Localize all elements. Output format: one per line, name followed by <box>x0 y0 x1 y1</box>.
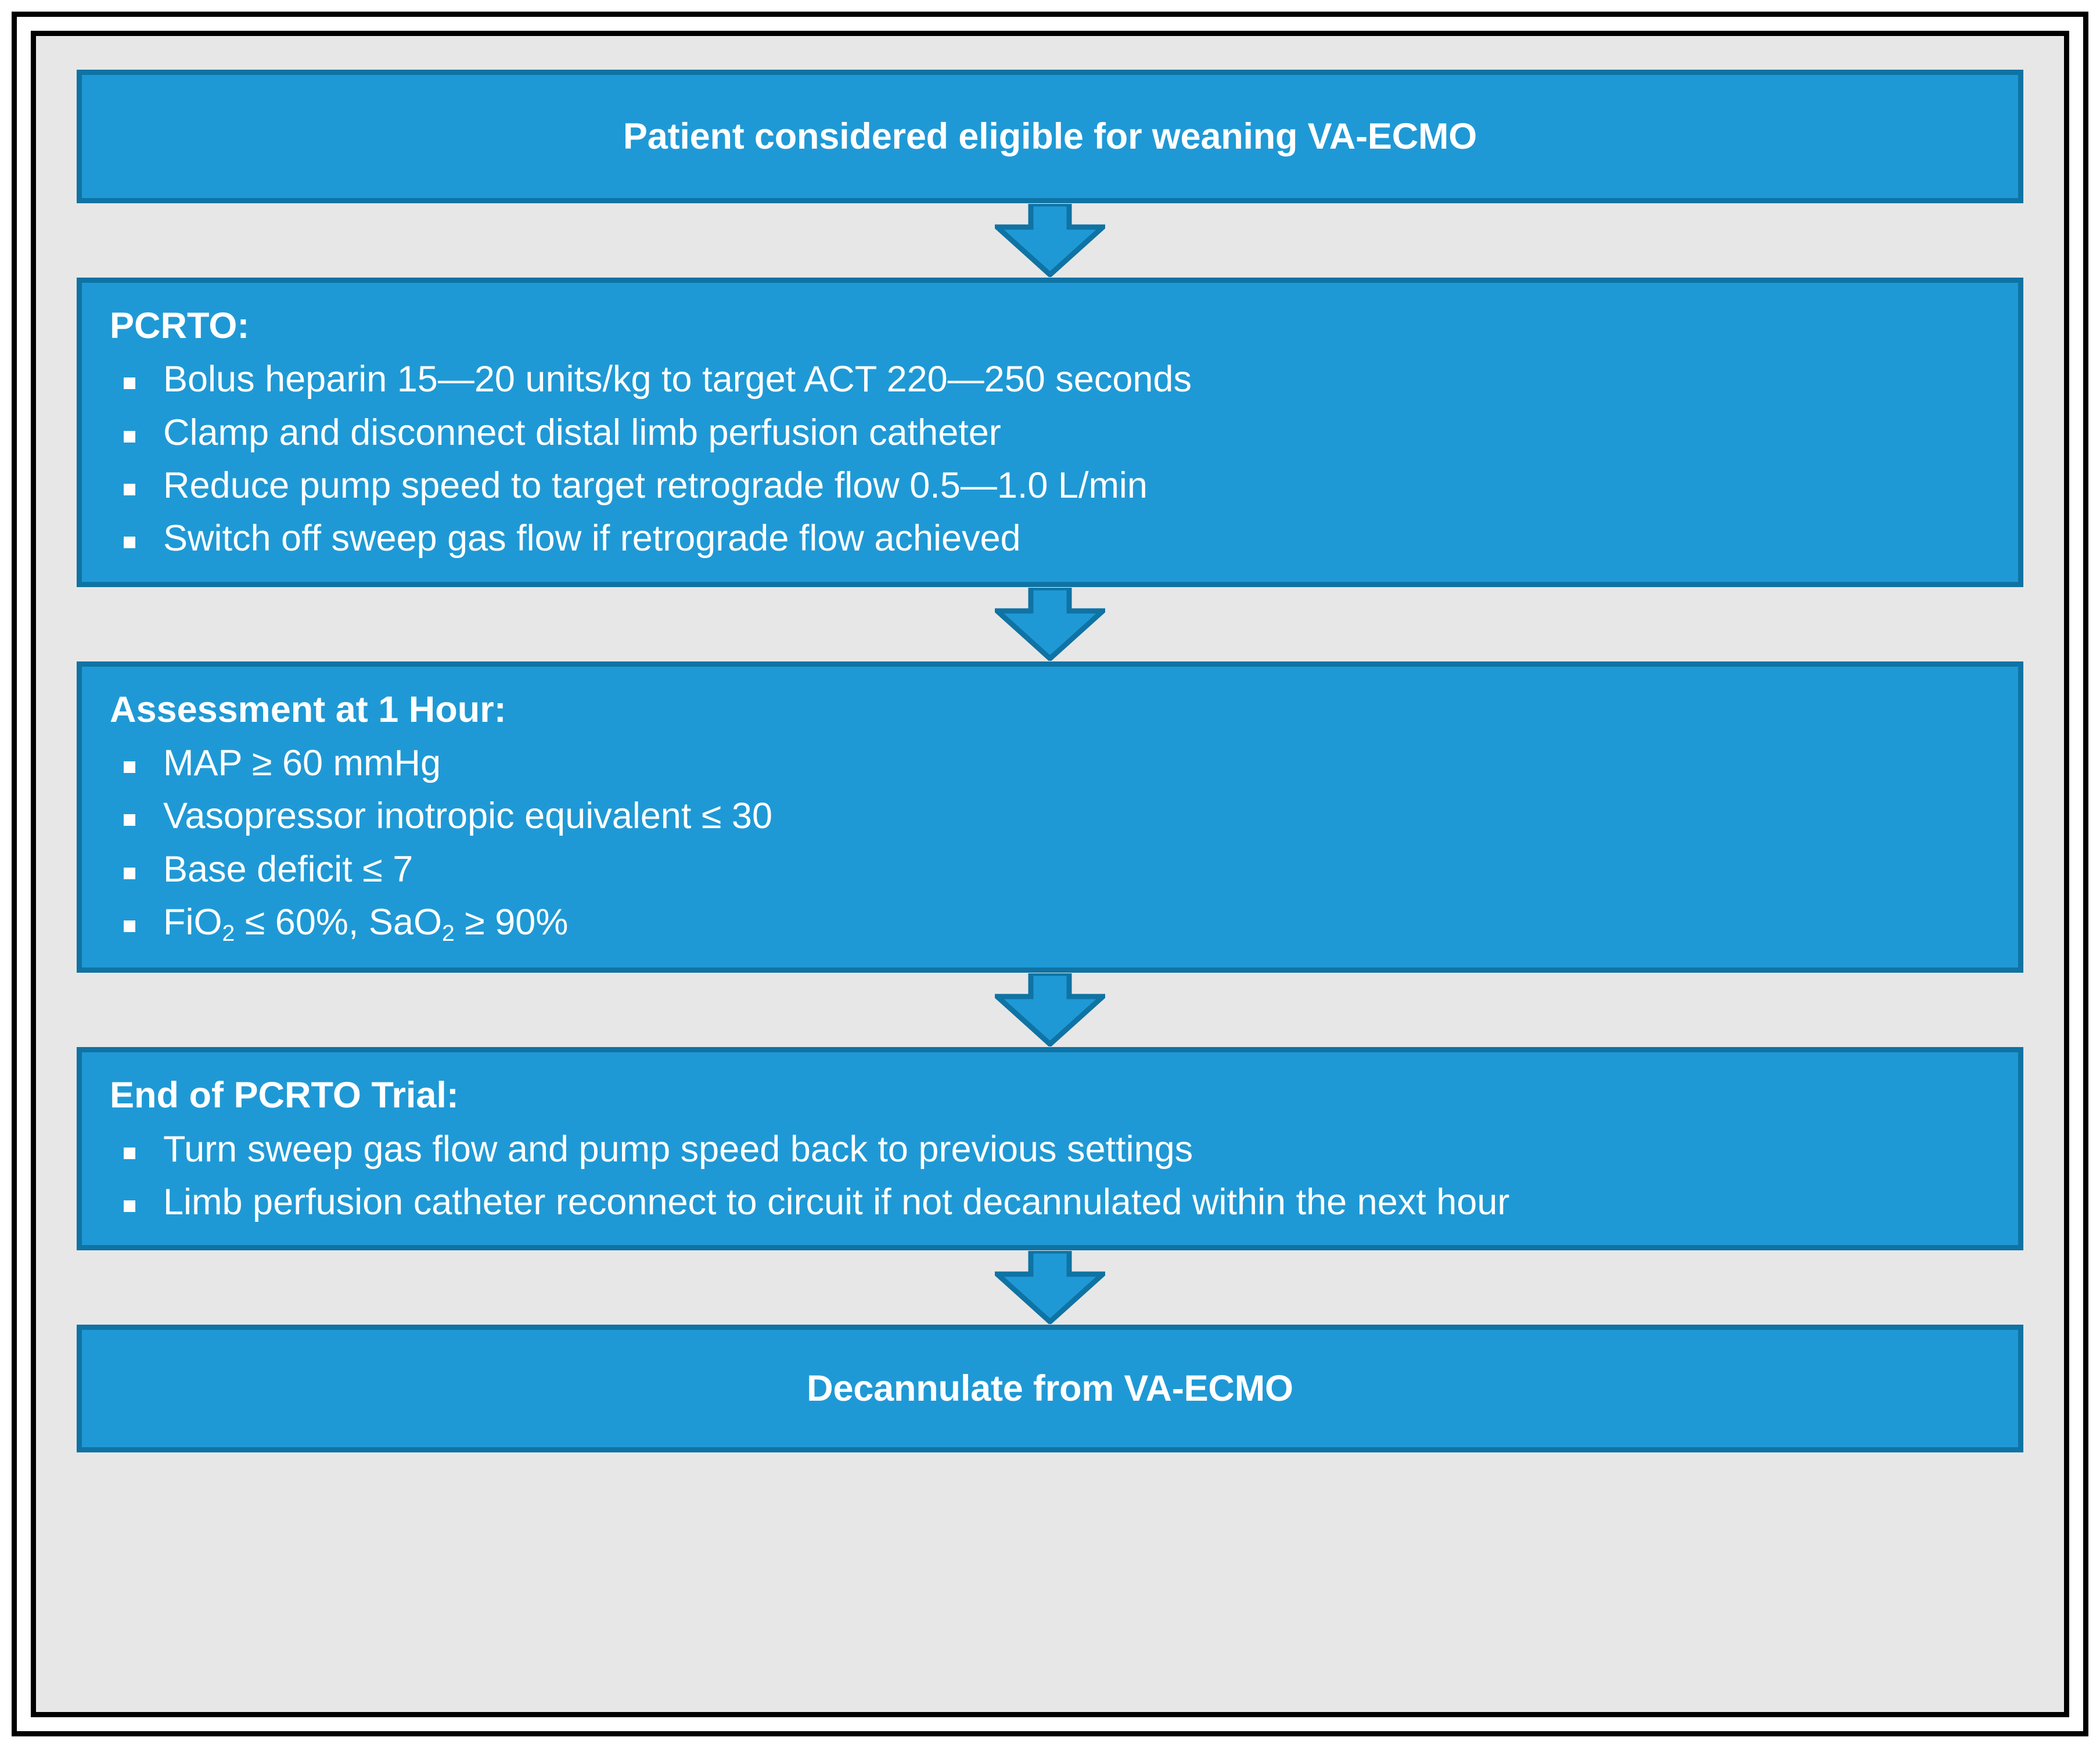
flowchart-canvas: Patient considered eligible for weaning … <box>36 36 2064 1712</box>
connector-4 <box>77 1250 2023 1325</box>
node-patient-eligible-title: Patient considered eligible for weaning … <box>623 116 1477 157</box>
list-item: Clamp and disconnect distal limb perfusi… <box>107 410 1993 456</box>
list-item: Bolus heparin 15—20 units/kg to target A… <box>107 357 1993 402</box>
node-end-of-trial-bullets: Turn sweep gas flow and pump speed back … <box>107 1127 1993 1226</box>
connector-3 <box>77 973 2023 1047</box>
list-item: MAP ≥ 60 mmHg <box>107 740 1993 786</box>
flowchart-outer-frame: Patient considered eligible for weaning … <box>12 12 2088 1736</box>
connector-2 <box>77 587 2023 661</box>
node-pcrto-bullets: Bolus heparin 15—20 units/kg to target A… <box>107 357 1993 562</box>
fio2-mid: ≤ 60%, SaO <box>235 902 442 943</box>
node-end-of-trial[interactable]: End of PCRTO Trial: Turn sweep gas flow … <box>77 1047 2023 1251</box>
connector-1 <box>77 203 2023 278</box>
list-item-fio2: FiO2 ≤ 60%, SaO2 ≥ 90% <box>107 900 1993 948</box>
fio2-pre: FiO <box>163 902 222 943</box>
node-assessment-bullets: MAP ≥ 60 mmHg Vasopressor inotropic equi… <box>107 740 1993 948</box>
list-item: Limb perfusion catheter reconnect to cir… <box>107 1179 1993 1225</box>
down-arrow-icon <box>995 587 1105 661</box>
list-item: Switch off sweep gas flow if retrograde … <box>107 516 1993 562</box>
node-assessment-heading: Assessment at 1 Hour: <box>110 689 506 730</box>
node-decannulate[interactable]: Decannulate from VA-ECMO <box>77 1325 2023 1453</box>
flowchart-inner-frame: Patient considered eligible for weaning … <box>31 31 2069 1717</box>
node-pcrto-heading: PCRTO: <box>110 305 250 346</box>
node-patient-eligible[interactable]: Patient considered eligible for weaning … <box>77 70 2023 203</box>
list-item: Vasopressor inotropic equivalent ≤ 30 <box>107 793 1993 839</box>
list-item: Turn sweep gas flow and pump speed back … <box>107 1127 1993 1172</box>
down-arrow-icon <box>995 973 1105 1047</box>
list-item: Reduce pump speed to target retrograde f… <box>107 463 1993 509</box>
fio2-sub: 2 <box>222 921 235 947</box>
list-item: Base deficit ≤ 7 <box>107 847 1993 893</box>
node-end-of-trial-heading: End of PCRTO Trial: <box>110 1075 459 1116</box>
sao2-post: ≥ 90% <box>454 902 569 943</box>
node-decannulate-title: Decannulate from VA-ECMO <box>807 1368 1293 1409</box>
down-arrow-icon <box>995 204 1105 277</box>
node-assessment[interactable]: Assessment at 1 Hour: MAP ≥ 60 mmHg Vaso… <box>77 661 2023 973</box>
node-pcrto[interactable]: PCRTO: Bolus heparin 15—20 units/kg to t… <box>77 278 2023 587</box>
sao2-sub: 2 <box>441 921 455 947</box>
down-arrow-icon <box>995 1251 1105 1325</box>
